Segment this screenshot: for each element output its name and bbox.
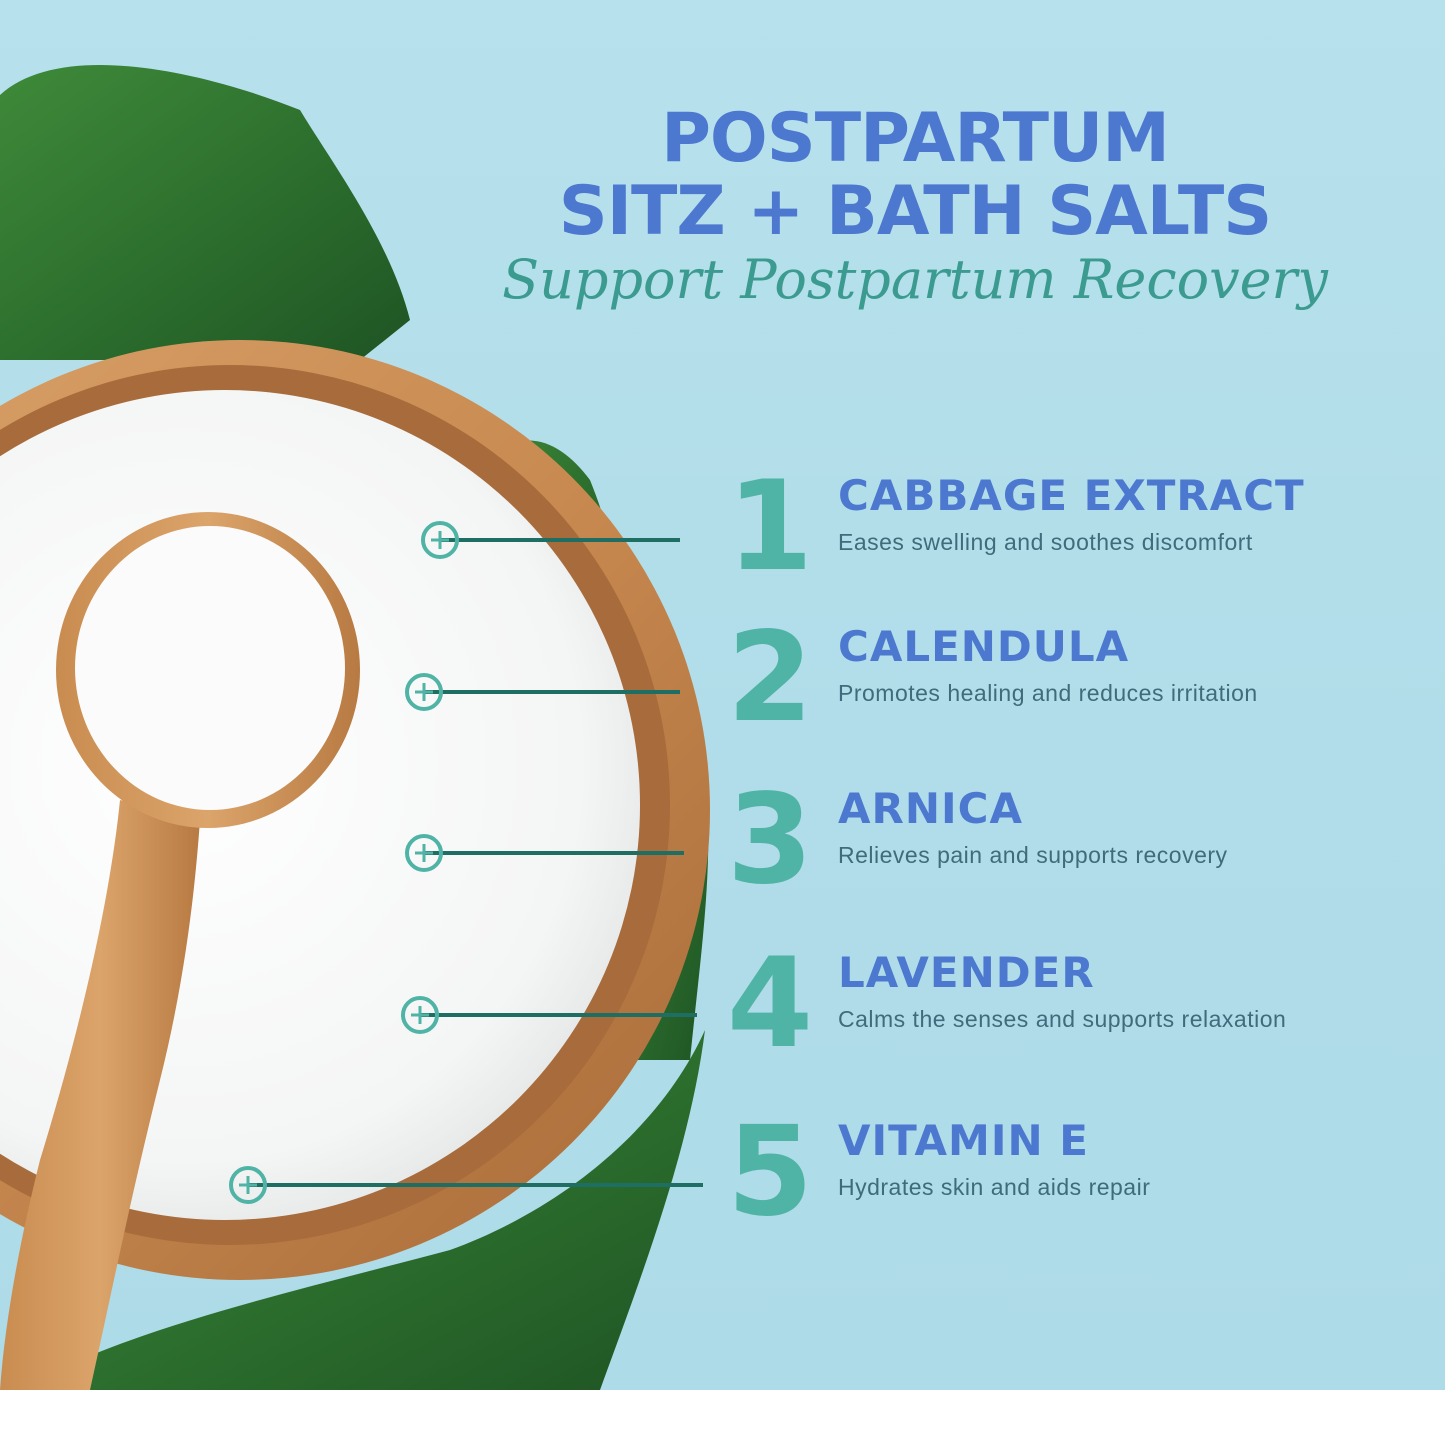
leaf-bottom	[20, 1030, 705, 1390]
leaf-top	[0, 64, 410, 360]
ingredient-description: Calms the senses and supports relaxation	[838, 1006, 1287, 1032]
product-photo	[0, 64, 710, 1390]
ingredient-item-2: 2 CALENDULA Promotes healing and reduces…	[720, 616, 1420, 740]
ingredient-number: 4	[726, 932, 814, 1076]
background-panel: POSTPARTUM SITZ + BATH SALTS Support Pos…	[0, 0, 1445, 1390]
ingredient-number: 5	[726, 1100, 814, 1244]
ingredient-description: Eases swelling and soothes discomfort	[838, 529, 1253, 555]
spoon-handle	[0, 800, 200, 1390]
plus-circle-icon-5	[229, 1166, 267, 1204]
plus-circle-icon-1	[421, 521, 459, 559]
ingredient-number: 2	[726, 606, 814, 750]
ingredient-number: 1	[726, 455, 814, 599]
plus-circle-icon-2	[405, 673, 443, 711]
subtitle: Support Postpartum Recovery	[502, 248, 1328, 311]
plus-circle-icon-4	[401, 996, 439, 1034]
ingredient-name: CABBAGE EXTRACT	[838, 471, 1305, 520]
ingredient-item-1: 1 CABBAGE EXTRACT Eases swelling and soo…	[720, 465, 1420, 589]
title-line-1: POSTPARTUM	[661, 99, 1170, 178]
ingredient-number: 3	[726, 768, 814, 912]
ingredient-name: VITAMIN E	[838, 1116, 1089, 1165]
ingredient-name: CALENDULA	[838, 622, 1130, 671]
ingredient-name: ARNICA	[838, 784, 1023, 833]
title-line-2: SITZ + BATH SALTS	[558, 172, 1272, 251]
ingredient-item-5: 5 VITAMIN E Hydrates skin and aids repai…	[720, 1110, 1420, 1234]
ingredient-description: Relieves pain and supports recovery	[838, 842, 1228, 868]
spoon-salt	[75, 526, 345, 810]
ingredient-description: Promotes healing and reduces irritation	[838, 680, 1258, 706]
ingredient-name: LAVENDER	[838, 948, 1095, 997]
plus-circle-icon-3	[405, 834, 443, 872]
ingredient-description: Hydrates skin and aids repair	[838, 1174, 1151, 1200]
ingredient-item-4: 4 LAVENDER Calms the senses and supports…	[720, 942, 1420, 1066]
ingredient-item-3: 3 ARNICA Relieves pain and supports reco…	[720, 778, 1420, 902]
